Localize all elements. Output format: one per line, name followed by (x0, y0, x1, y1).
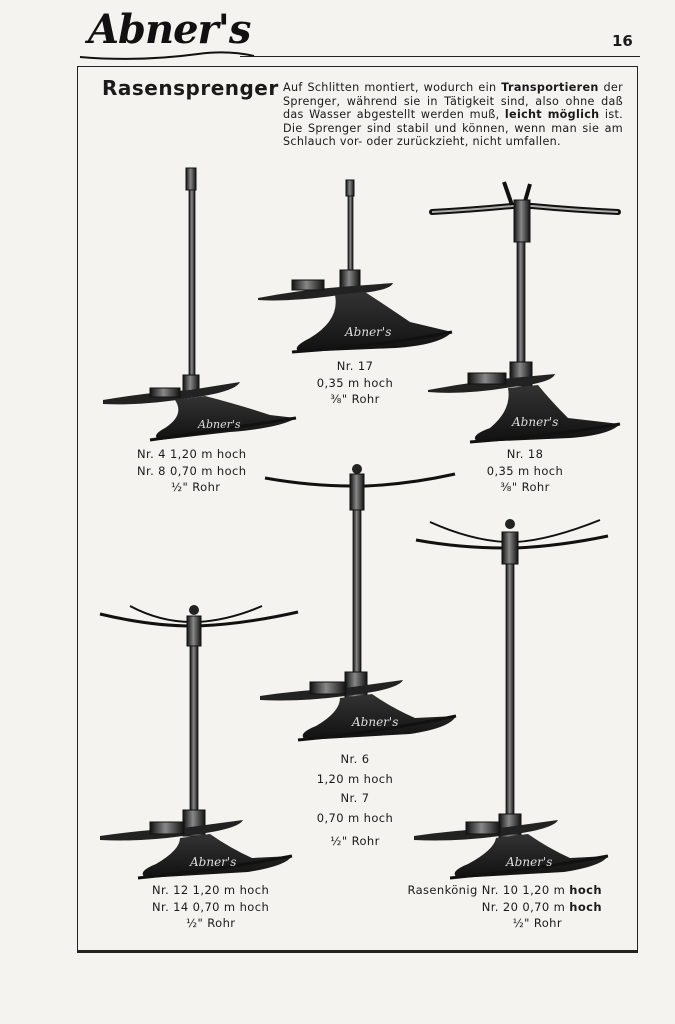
caption-nr18-pipe: ⅜" Rohr (500, 480, 550, 494)
caption-nr10-hoch: hoch (569, 883, 602, 897)
caption-nr12-14: Nr. 12 1,20 m hoch Nr. 14 0,70 m hoch ½"… (152, 882, 269, 932)
brand-logo: Abner's (88, 6, 251, 53)
caption-nr6-height: 1,20 m hoch (316, 771, 394, 786)
caption-nr6-line: Nr. 6 (340, 752, 370, 766)
caption-nr6-pipe: ½" Rohr (330, 834, 380, 848)
sprinkler-nr12: Abner's (99, 605, 299, 880)
caption-nr10-line: Nr. 10 1,20 m (481, 883, 570, 897)
sprinkler-nr18: Abner's (428, 181, 621, 444)
caption-nr4-line: Nr. 4 1,20 m hoch (137, 447, 247, 461)
caption-rasenkoenig: Rasenkönig (407, 883, 482, 897)
caption-nr8-line: Nr. 8 0,70 m hoch (137, 463, 247, 478)
caption-nr17-height: 0,35 m hoch (316, 375, 394, 390)
base-brand-nr17: Abner's (344, 325, 391, 339)
base-brand-nr10: Abner's (505, 855, 552, 869)
caption-nr12-line: Nr. 12 1,20 m hoch (152, 883, 270, 897)
section-title: Rasensprenger (102, 76, 279, 100)
caption-nr14-line: Nr. 14 0,70 m hoch (152, 899, 270, 914)
content-frame (77, 66, 638, 951)
caption-nr10-pipe: ½" Rohr (512, 916, 562, 930)
caption-nr6-7: Nr. 6 1,20 m hoch Nr. 7 0,70 m hoch ½" R… (295, 750, 415, 852)
caption-nr18: Nr. 18 0,35 m hoch ⅜" Rohr (470, 446, 580, 496)
caption-nr12-pipe: ½" Rohr (186, 916, 236, 930)
caption-nr7-line: Nr. 7 (340, 791, 370, 805)
sprinkler-nr4: Abner's (103, 167, 297, 442)
intro-paragraph: Auf Schlitten montiert, wodurch ein Tran… (283, 81, 624, 148)
sprinkler-nr17: Abner's (258, 179, 453, 354)
caption-nr20-hoch: hoch (569, 899, 602, 914)
sprinkler-nr10: Abner's (414, 519, 609, 880)
header-rule (240, 56, 640, 57)
caption-nr17: Nr. 17 0,35 m hoch ⅜" Rohr (300, 358, 410, 408)
caption-nr7-height: 0,70 m hoch (316, 810, 394, 825)
sprinkler-nr6: Abner's (260, 464, 457, 742)
caption-nr17-pipe: ⅜" Rohr (330, 392, 380, 406)
base-brand-nr4: Abner's (197, 418, 241, 431)
base-brand-nr18: Abner's (511, 415, 558, 429)
caption-nr4-pipe: ½" Rohr (171, 480, 221, 494)
caption-nr20-line: Nr. 20 0,70 m (481, 899, 570, 914)
caption-nr18-height: 0,35 m hoch (486, 463, 564, 478)
caption-nr17-line: Nr. 17 (336, 359, 374, 373)
caption-nr4-8: Nr. 4 1,20 m hoch Nr. 8 0,70 m hoch ½" R… (137, 446, 246, 496)
caption-nr10-20: Rasenkönig Nr. 10 1,20 m hoch Nr. 20 0,7… (390, 882, 602, 932)
page-number: 16 (612, 32, 633, 50)
caption-nr18-line: Nr. 18 (506, 447, 544, 461)
footer-rule (77, 951, 638, 953)
logo-swash (79, 51, 255, 60)
base-brand-nr6: Abner's (351, 715, 398, 729)
base-brand-nr12: Abner's (189, 855, 236, 869)
